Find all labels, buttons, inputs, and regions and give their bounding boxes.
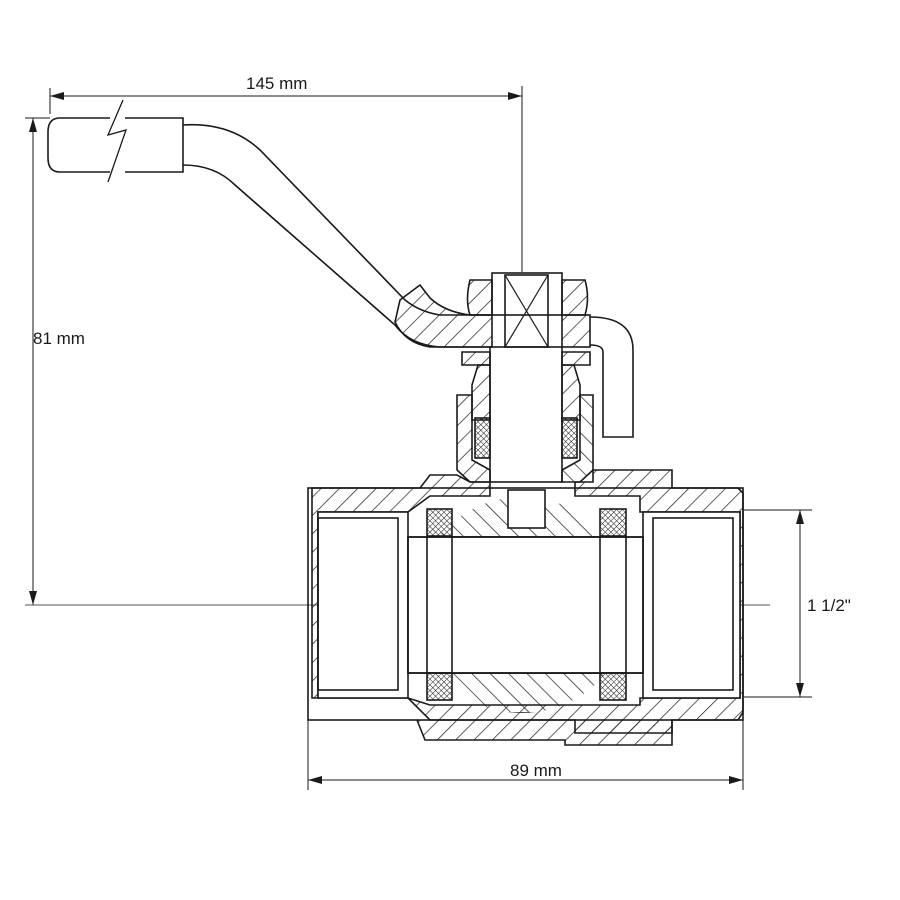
label-thread-size: 1 1/2" xyxy=(807,596,851,615)
handle-grip xyxy=(47,99,184,183)
stem-square xyxy=(504,274,549,348)
dimension-89mm xyxy=(307,720,744,790)
label-height: 81 mm xyxy=(33,329,85,348)
dimension-81mm xyxy=(25,117,50,605)
dimension-145mm xyxy=(49,86,523,272)
handle-lever xyxy=(182,123,493,348)
label-handle-length: 145 mm xyxy=(246,74,308,93)
body-neck xyxy=(456,394,594,483)
ball-seats xyxy=(426,508,627,701)
dimension-thread xyxy=(744,509,812,698)
limit-stop xyxy=(589,316,634,438)
label-body-length: 89 mm xyxy=(510,761,562,780)
gland xyxy=(461,351,591,459)
stem-nut xyxy=(466,272,591,348)
valve-stem xyxy=(489,346,563,483)
